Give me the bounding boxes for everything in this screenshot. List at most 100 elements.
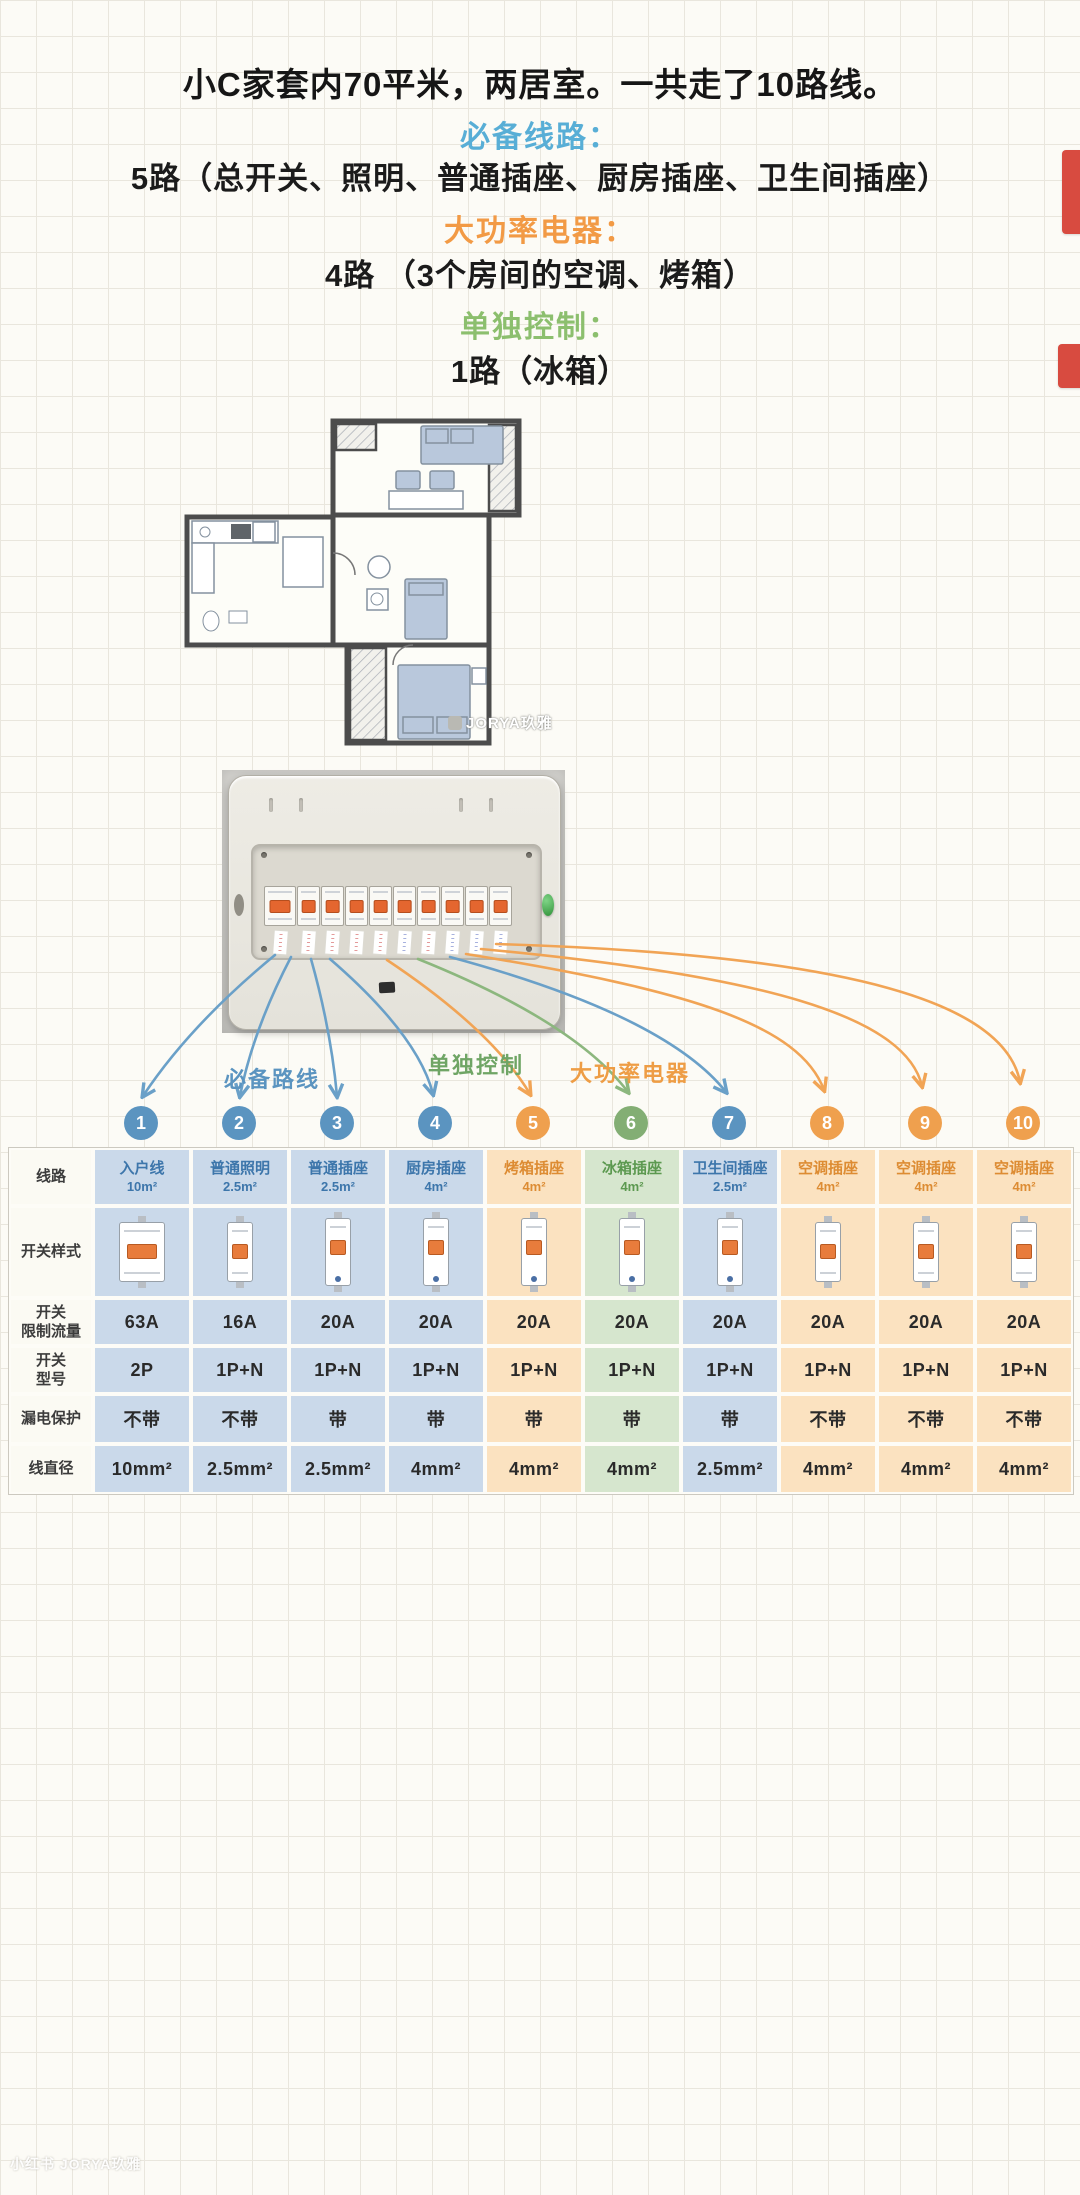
section-title-independent: 单独控制： xyxy=(460,311,620,344)
amp-10: 20A xyxy=(975,1298,1073,1346)
row-header-breaker-style: 开关样式 xyxy=(9,1206,93,1298)
circuit-badge-7: 7 xyxy=(712,1106,746,1140)
breaker xyxy=(297,886,320,926)
amp-6: 20A xyxy=(583,1298,681,1346)
amp-1: 63A xyxy=(93,1298,191,1346)
leakage-4: 带 xyxy=(387,1394,485,1444)
model-1: 2P xyxy=(93,1346,191,1394)
circuit-badge-9: 9 xyxy=(908,1106,942,1140)
breaker xyxy=(417,886,440,926)
breaker-main xyxy=(264,886,296,926)
wire-9: 4mm² xyxy=(877,1444,975,1494)
group-label-independent: 单独控制 xyxy=(428,1053,525,1078)
row-header-wire: 线直径 xyxy=(9,1444,93,1494)
leakage-2: 不带 xyxy=(191,1394,289,1444)
circuit-badge-3: 3 xyxy=(320,1106,354,1140)
vent-slot xyxy=(299,798,303,812)
vent-slot xyxy=(459,798,463,812)
screw xyxy=(261,852,267,858)
breaker-style-7 xyxy=(681,1206,779,1298)
circuit-badge-6: 6 xyxy=(614,1106,648,1140)
wire-5: 4mm² xyxy=(485,1444,583,1494)
panel-hinge xyxy=(234,894,244,916)
amp-2: 16A xyxy=(191,1298,289,1346)
breaker-style-9 xyxy=(877,1206,975,1298)
section-body-independent: 1路（冰箱） xyxy=(450,354,630,389)
leakage-1: 不带 xyxy=(93,1394,191,1444)
model-6: 1P+N xyxy=(583,1346,681,1394)
leakage-7: 带 xyxy=(681,1394,779,1444)
row-header-model: 开关 型号 xyxy=(9,1346,93,1394)
model-8: 1P+N xyxy=(779,1346,877,1394)
amp-9: 20A xyxy=(877,1298,975,1346)
wire-7: 2.5mm² xyxy=(681,1444,779,1494)
leakage-6: 带 xyxy=(583,1394,681,1444)
group-label-essential: 必备路线 xyxy=(224,1067,321,1092)
amp-8: 20A xyxy=(779,1298,877,1346)
row-header-leakage: 漏电保护 xyxy=(9,1394,93,1444)
wire-10: 4mm² xyxy=(975,1444,1073,1494)
breaker xyxy=(393,886,416,926)
breaker-style-1 xyxy=(93,1206,191,1298)
wire-2: 2.5mm² xyxy=(191,1444,289,1494)
leakage-5: 带 xyxy=(485,1394,583,1444)
vent-slot xyxy=(489,798,493,812)
model-10: 1P+N xyxy=(975,1346,1073,1394)
breaker xyxy=(345,886,368,926)
breaker-style-3 xyxy=(289,1206,387,1298)
footer-watermark: 小红书 JORYA玖雅 xyxy=(10,2156,142,2172)
distribution-box-photo xyxy=(222,770,565,1033)
wire-8: 4mm² xyxy=(779,1444,877,1494)
circuit-badge-1: 1 xyxy=(124,1106,158,1140)
vent-slot xyxy=(269,798,273,812)
row-header-circuit: 线路 xyxy=(9,1148,93,1206)
row-header-amp-limit: 开关 限制流量 xyxy=(9,1298,93,1346)
leakage-10: 不带 xyxy=(975,1394,1073,1444)
breaker-style-10 xyxy=(975,1206,1073,1298)
circuit-badge-5: 5 xyxy=(516,1106,550,1140)
screw xyxy=(526,852,532,858)
model-7: 1P+N xyxy=(681,1346,779,1394)
panel-clip xyxy=(378,981,396,994)
decor-red-sticker xyxy=(1058,344,1080,388)
breaker xyxy=(489,886,512,926)
breaker-style-2 xyxy=(191,1206,289,1298)
amp-5: 20A xyxy=(485,1298,583,1346)
amp-3: 20A xyxy=(289,1298,387,1346)
breaker xyxy=(441,886,464,926)
breaker-style-5 xyxy=(485,1206,583,1298)
wire-6: 4mm² xyxy=(583,1444,681,1494)
breaker xyxy=(321,886,344,926)
leakage-3: 带 xyxy=(289,1394,387,1444)
floor-plan xyxy=(183,413,528,748)
circuit-badge-8: 8 xyxy=(810,1106,844,1140)
breaker-style-4 xyxy=(387,1206,485,1298)
floor-plan-drawing xyxy=(184,418,522,746)
circuit-badge-4: 4 xyxy=(418,1106,452,1140)
model-2: 1P+N xyxy=(191,1346,289,1394)
breaker xyxy=(465,886,488,926)
decor-red-sticker xyxy=(1062,150,1080,234)
screw xyxy=(261,946,267,952)
model-4: 1P+N xyxy=(387,1346,485,1394)
screw xyxy=(526,946,532,952)
floorplan-watermark-text: JORYA玖雅 xyxy=(466,715,553,732)
group-label-high-power: 大功率电器 xyxy=(570,1061,691,1086)
section-body-high-power: 4路 （3个房间的空调、烤箱） xyxy=(324,258,756,293)
panel-latch-button xyxy=(542,894,554,916)
model-3: 1P+N xyxy=(289,1346,387,1394)
floorplan-watermark: JORYA玖雅 xyxy=(448,712,553,733)
leakage-9: 不带 xyxy=(877,1394,975,1444)
leakage-8: 不带 xyxy=(779,1394,877,1444)
distribution-box xyxy=(228,775,561,1030)
